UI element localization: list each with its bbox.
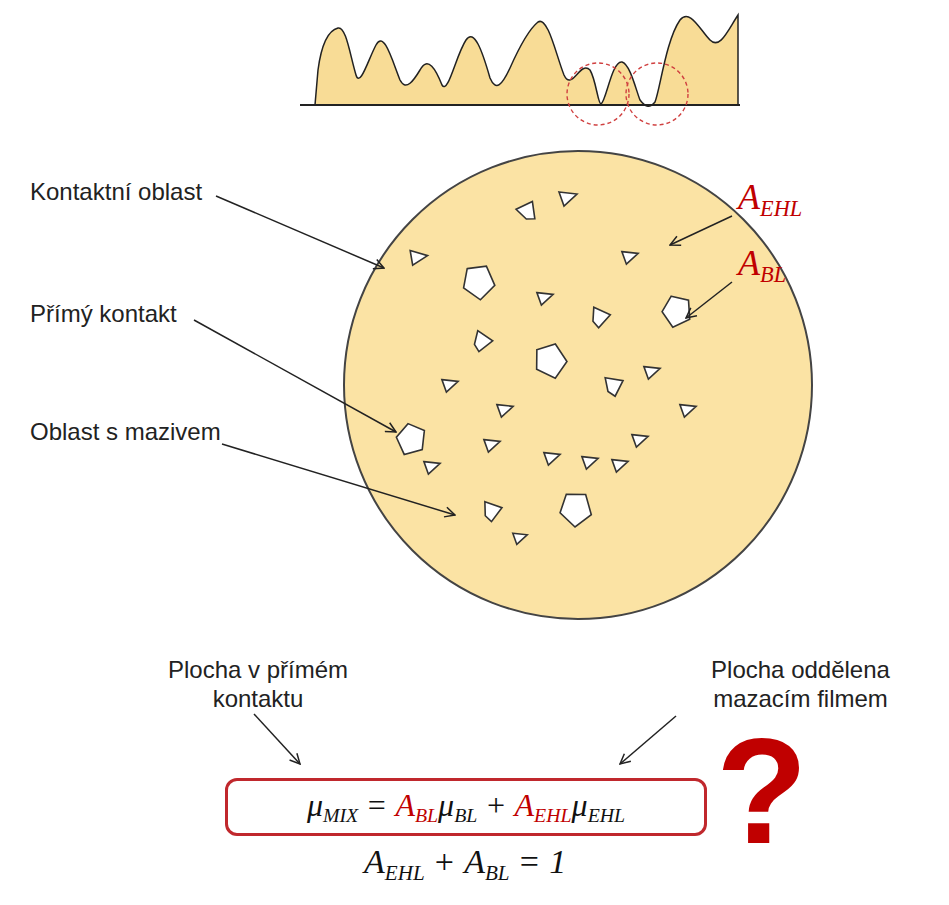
- subscript: EHL: [385, 861, 425, 885]
- operator: =: [368, 787, 386, 823]
- subscript: BL: [485, 861, 510, 885]
- formula-symbol: μ: [307, 787, 323, 823]
- roughness-profile: [300, 15, 740, 125]
- label-text: 1: [549, 843, 566, 880]
- subscript: BL: [760, 262, 786, 287]
- operator: =: [520, 843, 539, 880]
- area-symbol: AEHL: [738, 176, 802, 223]
- operator: +: [487, 787, 505, 823]
- contact-circle: [344, 151, 812, 619]
- region-label: Kontaktní oblast: [30, 178, 202, 207]
- operator: +: [435, 843, 454, 880]
- area-symbol: ABL: [738, 242, 786, 289]
- label-text: A: [738, 177, 760, 217]
- subscript: MIX: [323, 804, 358, 826]
- subscript: EHL: [760, 196, 802, 221]
- question-mark: ?: [716, 716, 808, 866]
- label-text: Plocha v přímém kontaktu: [168, 656, 348, 712]
- label-text: Plocha oddělena mazacím filmem: [711, 656, 890, 712]
- label-text: Oblast s mazivem: [30, 418, 221, 445]
- formula-box: μMIX=ABLμBL+AEHLμEHL: [225, 778, 707, 836]
- region-label: Oblast s mazivem: [30, 418, 221, 447]
- annotation: Plocha v přímém kontaktu: [148, 656, 368, 714]
- region-label: Přímý kontakt: [30, 300, 177, 329]
- label-text: A: [364, 843, 385, 880]
- constraint-equation: AEHL+ABL=1: [364, 842, 566, 886]
- label-text: A: [464, 843, 485, 880]
- formula: μMIX=ABLμBL+AEHLμEHL: [307, 787, 625, 827]
- subscript: BL: [454, 804, 477, 826]
- annotation: Plocha oddělena mazacím filmem: [698, 656, 903, 714]
- formula-symbol: μ: [572, 787, 588, 823]
- label-text: Kontaktní oblast: [30, 178, 202, 205]
- formula-symbol: A: [515, 787, 535, 823]
- formula-symbol: μ: [438, 787, 454, 823]
- label-text: Přímý kontakt: [30, 300, 177, 327]
- subscript: EHL: [534, 804, 571, 826]
- formula-symbol: A: [395, 787, 415, 823]
- subscript: BL: [415, 804, 438, 826]
- label-text: ?: [716, 707, 808, 875]
- label-text: A: [738, 243, 760, 283]
- subscript: EHL: [588, 804, 625, 826]
